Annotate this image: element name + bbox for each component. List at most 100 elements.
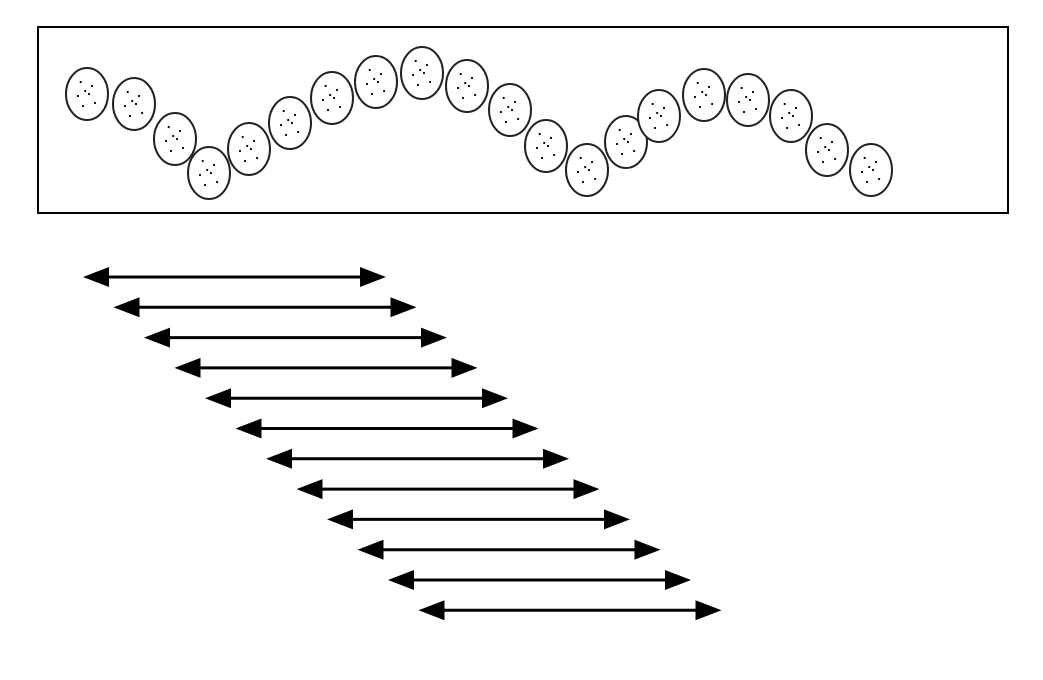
bead-dot <box>212 163 216 167</box>
bead-dot <box>615 142 619 146</box>
bead-dot <box>131 99 134 103</box>
arrowhead-left <box>266 448 292 469</box>
bead <box>445 59 489 113</box>
bead <box>310 71 354 125</box>
arrowhead-right <box>390 297 417 318</box>
bead-dot <box>123 104 127 108</box>
bead-dot <box>780 116 784 120</box>
arrowhead-left <box>83 267 109 287</box>
bead-dot <box>878 177 881 181</box>
bead-dot <box>827 148 831 152</box>
bead-dot <box>335 88 339 92</box>
bead-dot <box>370 92 374 96</box>
bead-dot <box>470 76 474 80</box>
bead-dot <box>581 180 585 184</box>
bead-dot <box>830 140 834 144</box>
arrowhead-right <box>512 418 539 439</box>
bead-dot <box>656 111 659 115</box>
double-headed-arrow <box>205 388 508 409</box>
bead-dot <box>76 94 80 98</box>
bead-dot <box>243 159 247 163</box>
bead-dot <box>626 140 630 144</box>
bead <box>112 77 156 131</box>
arrowhead-right <box>421 327 447 348</box>
bead <box>227 122 271 176</box>
arrowhead-left <box>296 479 323 500</box>
bead <box>65 67 109 121</box>
arrowhead-right <box>360 267 386 287</box>
bead-dot <box>543 141 546 145</box>
bead-dot <box>698 105 702 109</box>
double-headed-arrow <box>296 479 600 500</box>
bead-dot <box>819 136 822 140</box>
bead-dot <box>203 183 207 187</box>
bead-dot <box>510 108 514 112</box>
double-headed-arrow <box>83 267 386 287</box>
bead-dot <box>755 107 758 111</box>
bead-dot <box>411 73 415 77</box>
bead-dot <box>623 137 626 141</box>
arrowhead-left <box>418 600 445 621</box>
bead-dot <box>326 108 330 112</box>
bead-dot <box>594 177 597 181</box>
bead-dot <box>429 80 432 84</box>
bead-dot <box>751 90 755 94</box>
bead-dot <box>788 111 791 115</box>
double-headed-arrow <box>327 509 630 530</box>
bead-dot <box>287 118 290 122</box>
arrowhead-right <box>634 539 661 560</box>
bead-dot <box>871 168 875 172</box>
arrowhead-right <box>604 509 630 530</box>
bead-dot <box>297 130 300 134</box>
bead-dot <box>745 95 748 99</box>
bead-dot <box>279 123 283 127</box>
bead-dot <box>549 136 553 140</box>
bead-dot <box>535 146 539 150</box>
bead-dot <box>284 133 288 137</box>
bead-dot <box>238 149 242 153</box>
bead-dot <box>704 93 708 97</box>
arrowhead-left <box>174 357 201 378</box>
bead <box>637 89 681 143</box>
double-headed-arrow <box>266 448 569 469</box>
bead-dot <box>216 180 219 184</box>
bead-dot <box>507 105 510 109</box>
bead-dot <box>373 77 376 81</box>
bead-dot <box>587 168 591 172</box>
bead-dot <box>241 135 244 139</box>
bead-dot <box>137 94 141 98</box>
bead-dot <box>128 114 132 118</box>
bead-dot <box>290 121 294 125</box>
bead <box>682 68 726 122</box>
bead <box>524 119 568 173</box>
bead-dot <box>499 110 503 114</box>
bead-dot <box>175 137 179 141</box>
bead-dot <box>256 156 259 160</box>
bead-dot <box>368 68 371 72</box>
bead-dot <box>868 165 871 169</box>
bead-dot <box>416 83 420 87</box>
double-headed-arrow <box>418 600 722 621</box>
bead-dot <box>419 68 422 72</box>
bead <box>187 146 231 200</box>
bead-dot <box>164 139 168 143</box>
bead-dot <box>81 104 85 108</box>
bead-dot <box>791 114 795 118</box>
bead-dot <box>707 85 711 89</box>
bead-dot <box>504 120 508 124</box>
bead-dot <box>693 95 697 99</box>
arrowhead-left <box>327 509 353 530</box>
bead-dot <box>252 139 256 143</box>
arrowhead-right <box>482 388 508 409</box>
bead-dot <box>629 132 633 136</box>
bead-dot <box>517 117 520 121</box>
bead-dot <box>653 126 657 130</box>
bead-dot <box>742 110 746 114</box>
bead-dot <box>422 71 426 75</box>
bead-dot <box>576 170 580 174</box>
bead-dot <box>383 89 386 93</box>
arrowhead-right <box>451 357 478 378</box>
bead-dot <box>87 92 91 96</box>
bead-dot <box>425 63 429 67</box>
bead-dot <box>651 102 654 106</box>
